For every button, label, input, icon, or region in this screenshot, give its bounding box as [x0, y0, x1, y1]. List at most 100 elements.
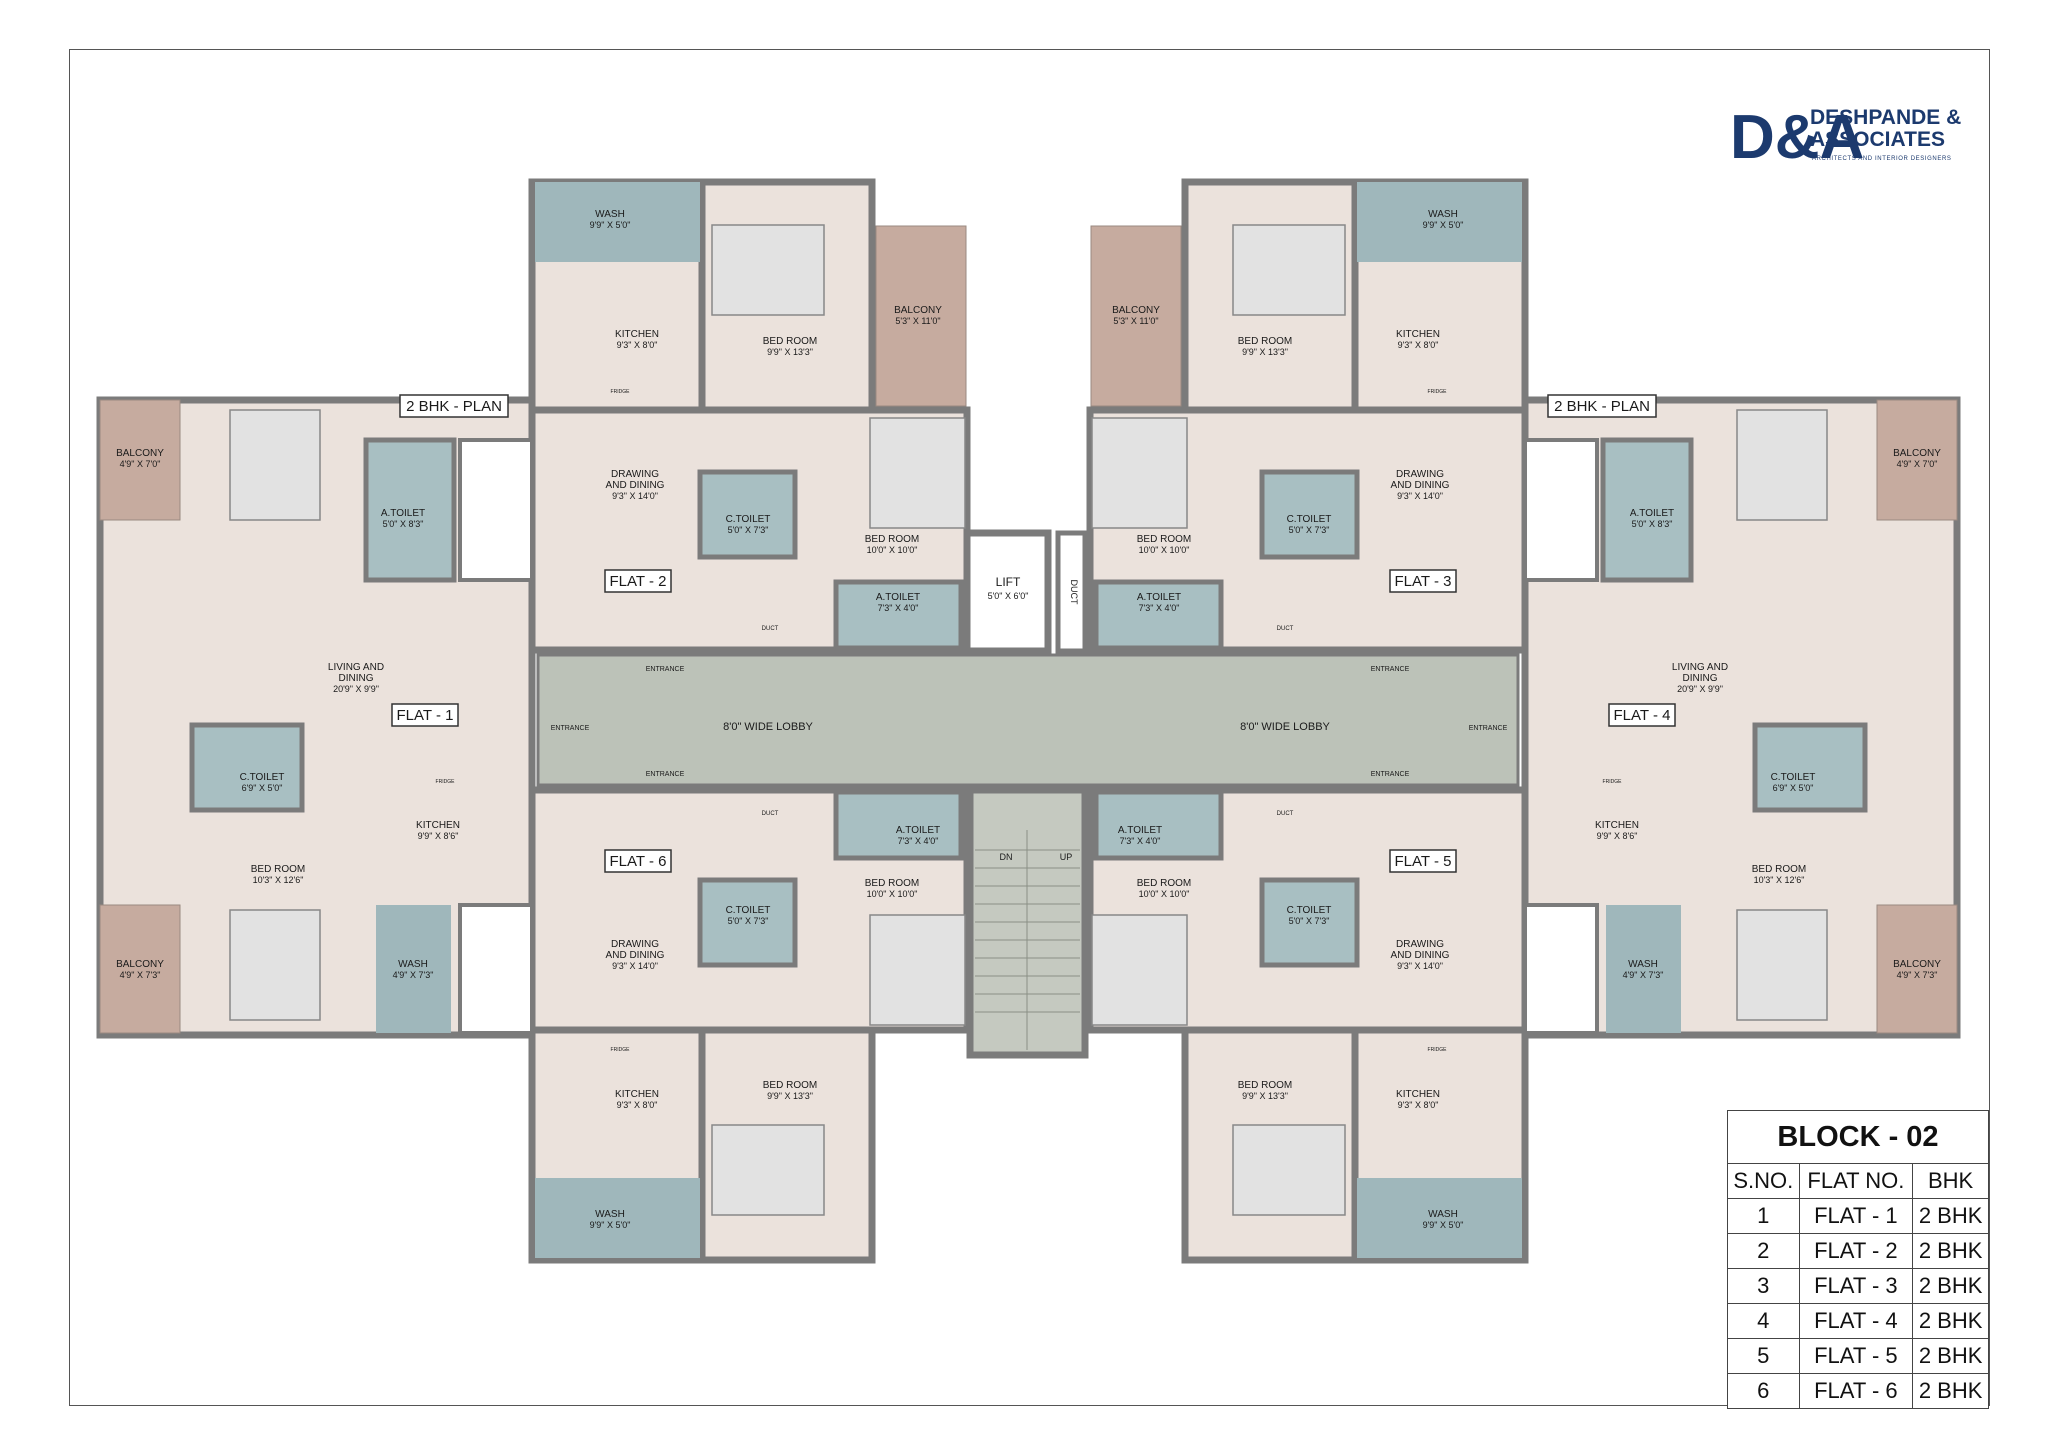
- stair-up: UP: [1060, 852, 1073, 862]
- f4-balcony-bottom-dim: 4'9" X 7'3": [1897, 970, 1938, 980]
- f5-kitchen-name: KITCHEN: [1396, 1089, 1440, 1100]
- f1-balcony-bottom-dim: 4'9" X 7'3": [120, 970, 161, 980]
- f3-bedroom2-dim: 10'0" X 10'0": [1139, 545, 1190, 555]
- header-sno: S.NO.: [1727, 1163, 1800, 1199]
- f5-atoilet-name: A.TOILET: [1118, 825, 1162, 836]
- flat-6-ctoilet: [697, 877, 798, 968]
- cell-flat: FLAT - 4: [1798, 1303, 1914, 1339]
- f3-drawing-line2: AND DINING: [1391, 480, 1450, 491]
- f3-wash-name: WASH: [1428, 209, 1458, 220]
- flat-3-block: [1086, 178, 1529, 654]
- flat-4-ctoilet: [1752, 722, 1868, 813]
- f4-living-dim: 20'9" X 9'9": [1677, 684, 1723, 694]
- f5-drawing-line2: AND DINING: [1391, 950, 1450, 961]
- cell-sno: 1: [1727, 1198, 1800, 1234]
- lobby-label-left: 8'0" WIDE LOBBY: [723, 721, 813, 733]
- f2-drawing-line1: DRAWING: [611, 469, 659, 480]
- lift-label: LIFT: [996, 575, 1021, 589]
- f4-ctoilet-dim: 6'9" X 5'0": [1773, 783, 1814, 793]
- f3-atoilet-dim: 7'3" X 4'0": [1139, 603, 1180, 613]
- flat-1-balcony-top: [99, 399, 181, 521]
- flat-4-label: FLAT - 4: [1614, 707, 1671, 724]
- f4-atoilet-name: A.TOILET: [1630, 508, 1674, 519]
- f5-bedroom1-dim: 9'9" X 13'3": [1242, 1091, 1288, 1101]
- entrance-flat-1: ENTRANCE: [551, 725, 590, 732]
- plan-tag-right: 2 BHK - PLAN: [1554, 398, 1650, 415]
- f3-bedroom1-name: BED ROOM: [1238, 336, 1292, 347]
- f5-drawing-line1: DRAWING: [1396, 939, 1444, 950]
- flat-2-wash: [535, 182, 700, 262]
- f5-duct: DUCT: [1277, 811, 1294, 817]
- f6-duct: DUCT: [762, 811, 779, 817]
- f5-drawing-dim: 9'3" X 14'0": [1397, 961, 1443, 971]
- f3-kitchen-name: KITCHEN: [1396, 329, 1440, 340]
- f5-bedroom2-dim: 10'0" X 10'0": [1139, 889, 1190, 899]
- flat-6-block: [528, 786, 971, 1264]
- f6-drawing-dim: 9'3" X 14'0": [612, 961, 658, 971]
- flat-5-label: FLAT - 5: [1395, 853, 1452, 870]
- f2-ctoilet-name: C.TOILET: [726, 514, 771, 525]
- entrance-flat-4: ENTRANCE: [1469, 725, 1508, 732]
- f4-balcony-top-name: BALCONY: [1893, 448, 1941, 459]
- f1-ctoilet-dim: 6'9" X 5'0": [242, 783, 283, 793]
- flat-4-block: [1521, 396, 1961, 1039]
- table-row: 5 FLAT - 5 2 BHK: [1727, 1338, 1989, 1374]
- table-row: 3 FLAT - 3 2 BHK: [1727, 1268, 1989, 1304]
- f1-atoilet-dim: 5'0" X 8'3": [383, 519, 424, 529]
- header-bhk: BHK: [1912, 1163, 1989, 1199]
- f4-bedroom-name: BED ROOM: [1752, 864, 1806, 875]
- table-row: 1 FLAT - 1 2 BHK: [1727, 1198, 1989, 1234]
- flat-6-atoilet: [833, 789, 964, 861]
- f2-kitchen-dim: 9'3" X 8'0": [617, 340, 658, 350]
- header-flat-no: FLAT NO.: [1798, 1163, 1914, 1199]
- cell-bhk: 2 BHK: [1912, 1233, 1989, 1269]
- f3-balcony-dim: 5'3" X 11'0": [1113, 316, 1158, 326]
- flat-1-balcony-bottom: [99, 904, 181, 1034]
- cell-sno: 6: [1727, 1373, 1800, 1409]
- f2-wash-name: WASH: [595, 209, 625, 220]
- f6-drawing-line2: AND DINING: [606, 950, 665, 961]
- f1-bedroom-dim: 10'3" X 12'6": [253, 875, 304, 885]
- lobby-floor: [536, 653, 1520, 787]
- flat-2-ctoilet: [697, 469, 798, 560]
- firm-logo: D&A DESHPANDE & ASSOCIATES ARCHITECTS AN…: [1730, 103, 1961, 172]
- f3-fridge: FRIDGE: [1428, 389, 1448, 395]
- logo-monogram: D&A: [1730, 103, 1864, 172]
- flat-3-atoilet: [1093, 579, 1224, 651]
- entrance-flat-6: ENTRANCE: [646, 771, 685, 778]
- f4-kitchen-name: KITCHEN: [1595, 820, 1639, 831]
- f1-balcony-bottom-name: BALCONY: [116, 959, 164, 970]
- f4-balcony-bottom-name: BALCONY: [1893, 959, 1941, 970]
- f3-duct: DUCT: [1277, 626, 1294, 632]
- cell-sno: 3: [1727, 1268, 1800, 1304]
- f1-fridge: FRIDGE: [436, 779, 456, 785]
- cell-flat: FLAT - 5: [1798, 1338, 1914, 1374]
- f4-ctoilet-name: C.TOILET: [1771, 772, 1816, 783]
- f4-kitchen-dim: 9'9" X 8'6": [1597, 831, 1638, 841]
- f2-kitchen-name: KITCHEN: [615, 329, 659, 340]
- flat-6-wash: [535, 1178, 700, 1258]
- f3-drawing-line1: DRAWING: [1396, 469, 1444, 480]
- flat-4-wash: [1606, 905, 1681, 1033]
- table-row: 6 FLAT - 6 2 BHK: [1727, 1373, 1989, 1409]
- flat-4-balcony-top: [1876, 399, 1958, 521]
- f2-duct: DUCT: [762, 626, 779, 632]
- flat-5-wash: [1357, 1178, 1522, 1258]
- f2-bedroom2-dim: 10'0" X 10'0": [867, 545, 918, 555]
- f2-bedroom1-dim: 9'9" X 13'3": [767, 347, 813, 357]
- f4-living-line2: DINING: [1683, 673, 1718, 684]
- cell-bhk: 2 BHK: [1912, 1373, 1989, 1409]
- f3-drawing-dim: 9'3" X 14'0": [1397, 491, 1443, 501]
- f5-ctoilet-dim: 5'0" X 7'3": [1289, 916, 1330, 926]
- flat-1-label: FLAT - 1: [397, 707, 454, 724]
- flat-3-balcony: [1090, 225, 1182, 407]
- f6-kitchen-dim: 9'3" X 8'0": [617, 1100, 658, 1110]
- table-title: BLOCK - 02: [1727, 1110, 1989, 1164]
- f1-wash-name: WASH: [398, 959, 428, 970]
- f1-ctoilet-name: C.TOILET: [240, 772, 285, 783]
- stair-dn: DN: [1000, 852, 1013, 862]
- f2-ctoilet-dim: 5'0" X 7'3": [728, 525, 769, 535]
- f6-atoilet-name: A.TOILET: [896, 825, 940, 836]
- f2-fridge: FRIDGE: [611, 389, 631, 395]
